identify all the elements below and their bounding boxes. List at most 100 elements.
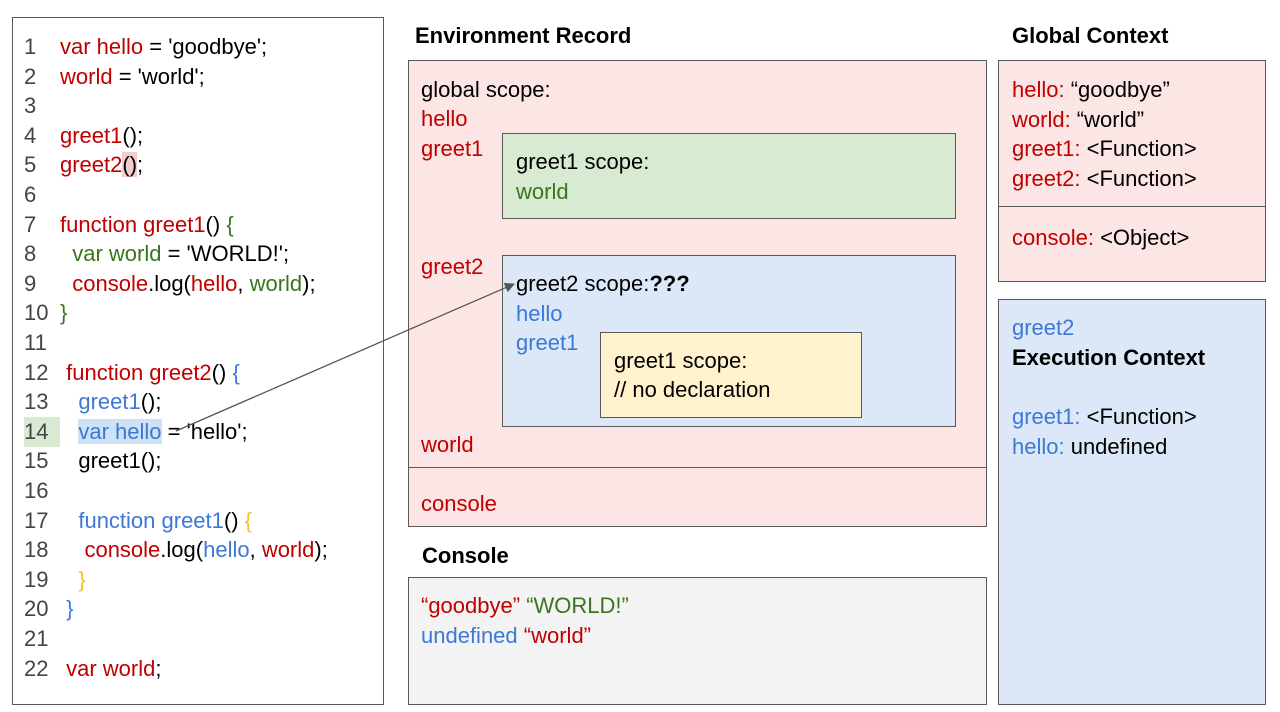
line-number: 9: [24, 270, 37, 296]
code-token: (): [223, 507, 245, 533]
code-token: [60, 389, 78, 414]
code-token: );: [302, 270, 316, 296]
global-console-key: console:: [1012, 225, 1094, 250]
code-token: var world: [72, 241, 162, 267]
code-line: 4 greet1();: [24, 121, 143, 151]
line-number: 6: [24, 182, 37, 207]
global-entry-key: greet2:: [1012, 165, 1081, 191]
line-number: 14: [24, 416, 60, 447]
code-line: 21: [24, 624, 60, 654]
code-token: hello: [190, 270, 238, 296]
global-entry-value: “world”: [1070, 106, 1145, 132]
code-line: 16: [24, 476, 60, 506]
code-line: 17 function greet1() {: [24, 506, 252, 536]
code-token: (): [122, 152, 138, 178]
global-entry-value: <Function>: [1080, 136, 1197, 162]
line-number: 1: [24, 34, 37, 59]
code-token: );: [314, 537, 328, 563]
code-line: 12 function greet2() {: [24, 358, 240, 388]
env-console: console: [421, 491, 497, 516]
exec-entry: greet1: <Function>: [1012, 402, 1197, 432]
exec-context-box: [998, 299, 1266, 705]
code-token: greet2: [60, 152, 123, 178]
global-context-box: [998, 60, 1266, 282]
global-console-value: <Object>: [1093, 225, 1190, 250]
code-token: = 'WORLD!';: [161, 241, 290, 267]
console-title: Console: [422, 543, 509, 568]
code-token: var hello: [78, 418, 162, 444]
code-token: greet1();: [60, 448, 162, 474]
env-record-divider: [408, 467, 987, 468]
code-token: {: [232, 359, 240, 385]
global-scope-label: global scope:: [421, 77, 551, 102]
inner-greet1-scope-box: [600, 332, 862, 418]
code-token: [60, 508, 78, 533]
line-number: 8: [24, 241, 37, 267]
code-token: }: [78, 566, 86, 592]
code-token: ,: [237, 270, 250, 296]
code-token: [60, 419, 78, 444]
greet2-scope-hello: hello: [516, 301, 563, 326]
code-token: {: [226, 211, 234, 237]
code-token: [60, 241, 72, 266]
console-box: [408, 577, 987, 705]
code-token: .log(: [148, 270, 191, 296]
code-token: ();: [122, 122, 144, 148]
code-token: }: [60, 300, 68, 326]
global-entry-key: greet1:: [1012, 136, 1081, 162]
inner-greet1-scope-note: // no declaration: [614, 377, 771, 402]
code-line: 15 greet1();: [24, 446, 161, 476]
code-token: {: [244, 507, 253, 533]
line-number: 21: [24, 626, 49, 651]
code-line: 14 var hello = 'hello';: [24, 416, 248, 447]
env-hello: hello: [421, 106, 468, 131]
env-greet2: greet2: [421, 254, 484, 279]
code-line: 18 console.log(hello, world);: [24, 535, 328, 565]
line-number: 10: [24, 300, 49, 326]
greet1-scope-box: [502, 133, 956, 219]
code-token: (): [211, 359, 233, 385]
greet2-scope-greet1: greet1: [516, 330, 579, 355]
exec-entry: hello: undefined: [1012, 432, 1167, 462]
exec-entry-key: greet1:: [1012, 404, 1081, 429]
code-line: 10}: [24, 298, 67, 328]
code-token: }: [66, 596, 74, 622]
code-line: 22 var world;: [24, 654, 162, 684]
code-token: hello: [203, 537, 250, 563]
code-token: world: [249, 270, 303, 296]
code-line: 9 console.log(hello, world);: [24, 269, 316, 299]
global-entry: greet2: <Function>: [1012, 164, 1197, 194]
code-token: [60, 271, 72, 296]
code-token: console: [72, 270, 149, 296]
global-context-divider: [998, 206, 1266, 207]
global-entry: hello: “goodbye”: [1012, 75, 1170, 105]
line-number: 12: [24, 359, 49, 385]
global-entry-key: world:: [1012, 106, 1071, 132]
line-number: 4: [24, 122, 37, 148]
code-token: world: [60, 63, 113, 89]
line-number: 18: [24, 537, 49, 563]
greet2-scope-title: greet2 scope:???: [516, 269, 690, 299]
code-line: 11: [24, 328, 60, 358]
console-token: “goodbye”: [421, 593, 521, 618]
greet1-scope-title: greet1 scope:: [516, 149, 650, 174]
line-number: 2: [24, 63, 37, 89]
exec-entry-value: undefined: [1064, 433, 1168, 459]
code-line: 19 }: [24, 565, 86, 595]
code-token: greet1: [60, 122, 123, 148]
greet2-scope-title-text: greet2 scope:: [516, 271, 650, 296]
global-context-title: Global Context: [1012, 23, 1169, 48]
code-token: world: [261, 537, 315, 563]
line-number: 11: [24, 330, 47, 355]
global-entry-value: “goodbye”: [1064, 77, 1170, 102]
line-number: 17: [24, 507, 49, 533]
inner-greet1-scope-title: greet1 scope:: [614, 348, 748, 373]
line-number: 16: [24, 478, 49, 503]
code-token: greet1: [78, 389, 141, 415]
line-number: 13: [24, 389, 49, 415]
env-world: world: [421, 432, 474, 457]
code-token: ;: [155, 655, 162, 681]
